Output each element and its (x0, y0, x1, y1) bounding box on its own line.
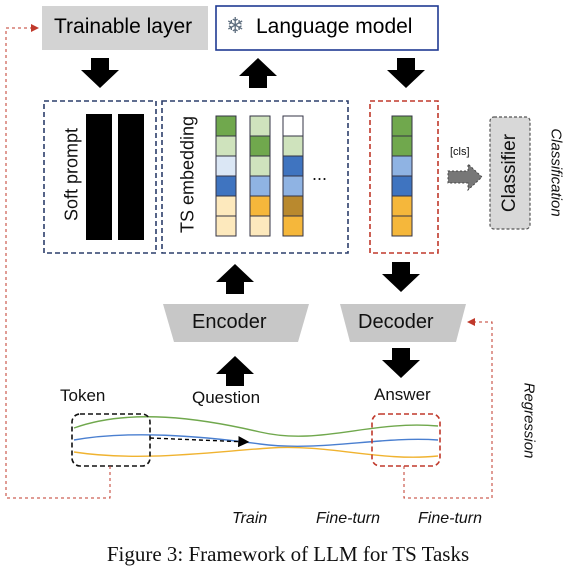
answer-embedding-box (369, 100, 439, 254)
series-line-yellow (73, 446, 439, 458)
fine-turn-label-1: Fine-turn (316, 510, 381, 527)
arrow-up-language-model (239, 58, 277, 88)
soft-prompt-bar-1 (86, 114, 112, 240)
series-line-blue (73, 434, 439, 447)
ts-column-2 (249, 115, 271, 237)
feedback-to-trainable (5, 24, 111, 499)
classifier-label: Classifier (499, 133, 520, 213)
language-model-box (215, 5, 439, 51)
token-arrow (149, 436, 250, 448)
cls-tag: [cls] (450, 146, 470, 158)
decoder-label: Decoder (358, 311, 434, 333)
trainable-layer-label: Trainable layer (54, 15, 193, 38)
arrow-down-decoder (382, 262, 420, 292)
soft-prompt-bar-2 (118, 114, 144, 240)
token-box (71, 413, 151, 467)
classification-label: Classification (547, 128, 565, 217)
arrow-up-encoder (216, 356, 254, 386)
train-label: Train (232, 510, 268, 527)
answer-label: Answer (374, 385, 431, 404)
snowflake-icon: ❄ (226, 13, 245, 38)
soft-prompt-label: Soft prompt (61, 127, 82, 222)
soft-prompt-box (43, 100, 157, 254)
answer-column (391, 115, 413, 237)
token-label: Token (60, 386, 106, 405)
encoder-shape (163, 304, 309, 342)
question-label: Question (192, 388, 261, 407)
classifier-box (489, 116, 531, 230)
arrow-up-ts-embedding (216, 264, 254, 294)
ts-embedding-label: TS embedding (177, 115, 198, 234)
ts-column-3 (282, 115, 304, 237)
regression-label: Regression (520, 382, 538, 459)
decoder-shape (340, 304, 466, 342)
arrow-down-answer (382, 348, 420, 378)
answer-box (371, 413, 441, 467)
feedback-to-decoder (403, 318, 493, 499)
ts-embedding-box (161, 100, 349, 254)
ts-column-1 (215, 115, 237, 237)
ellipsis-label: ... (312, 164, 328, 184)
trainable-layer-box (42, 6, 208, 50)
arrow-down-decoder-block (387, 58, 425, 88)
figure-caption: Figure 3: Framework of LLM for TS Tasks (106, 542, 470, 566)
language-model-label: Language model (256, 15, 413, 38)
encoder-label: Encoder (192, 311, 267, 333)
arrow-down-soft-prompt (81, 58, 119, 88)
cls-arrow (447, 162, 483, 192)
fine-turn-label-2: Fine-turn (418, 510, 483, 527)
series-line-green (73, 416, 439, 437)
